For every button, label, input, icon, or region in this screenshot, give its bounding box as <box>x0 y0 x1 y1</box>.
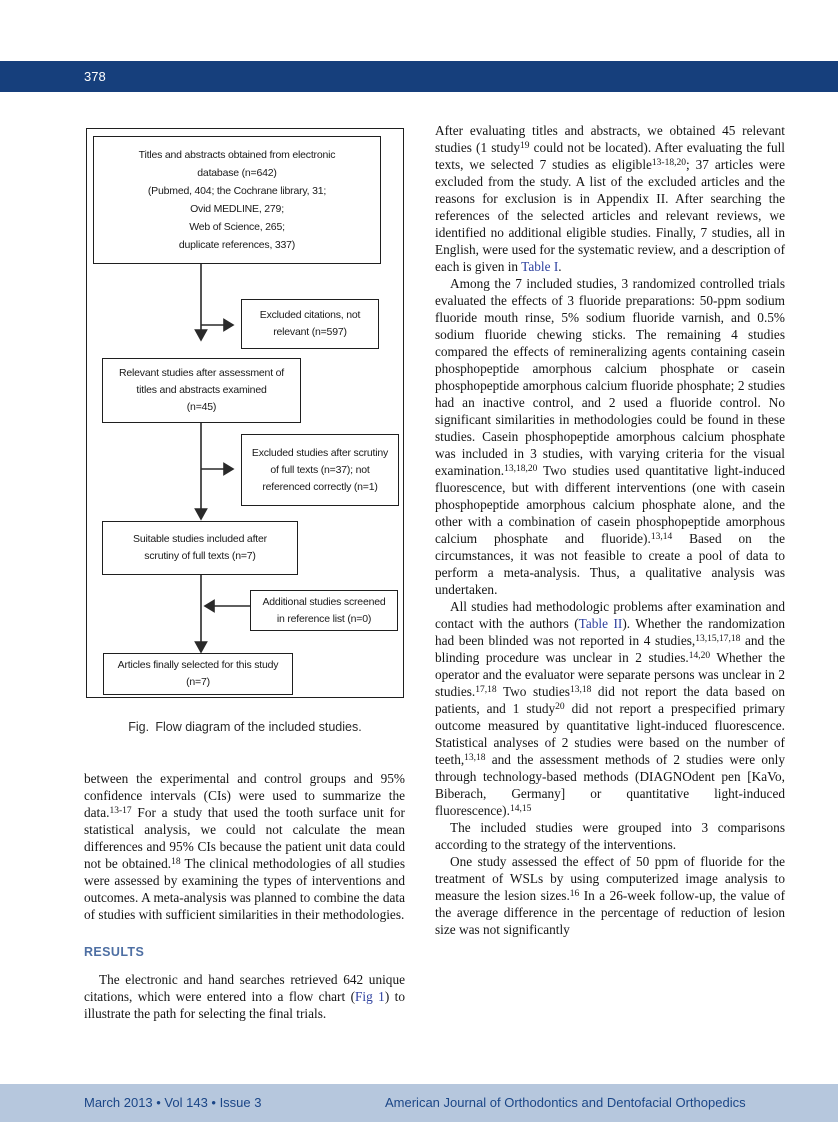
paragraph: Among the 7 included studies, 3 randomiz… <box>435 276 785 597</box>
cross-reference-link[interactable]: Table I <box>521 259 559 274</box>
flowbox-excluded-citations: Excluded citations, not relevant (n=597) <box>241 299 379 349</box>
cross-reference-link[interactable]: Table II <box>578 616 623 631</box>
flowbox-line: Relevant studies after assessment of <box>119 367 284 379</box>
arrowhead-down-1 <box>194 329 208 342</box>
flow-diagram-figure: Titles and abstracts obtained from elect… <box>86 128 404 698</box>
flowbox-line: database (n=642) <box>197 167 277 179</box>
citation-superscript: 13,14 <box>650 531 673 542</box>
left-paragraphs: between the experimental and control gro… <box>84 770 405 923</box>
page-header: 378 Chen et al <box>0 61 838 92</box>
flowbox-relevant-studies: Relevant studies after assessment of titl… <box>102 358 301 423</box>
arrowhead-down-2 <box>194 508 208 521</box>
page-footer: March 2013 • Vol 143 • Issue 3 American … <box>0 1084 838 1122</box>
flowbox-line: referenced correctly (n=1) <box>262 480 378 493</box>
paragraph: After evaluating titles and abstracts, w… <box>435 123 786 274</box>
cross-reference-link[interactable]: Fig 1 <box>355 989 385 1004</box>
flowbox-line: (n=45) <box>186 401 217 413</box>
citation-superscript: 14,20 <box>688 650 711 661</box>
flowbox-final-articles: Articles finally selected for this study… <box>103 653 293 695</box>
footer-journal-name: American Journal of Orthodontics and Den… <box>385 1095 746 1110</box>
arrowhead-left-1 <box>203 599 215 613</box>
arrowhead-right-1 <box>223 318 235 332</box>
arrowhead-down-3 <box>194 641 208 654</box>
figure-caption: Fig. Flow diagram of the included studie… <box>128 720 362 734</box>
citation-superscript: 13-17 <box>109 805 132 816</box>
flowbox-line: Suitable studies included after <box>133 533 267 545</box>
flowbox-excluded-fulltext: Excluded studies after scrutiny of full t… <box>241 434 399 506</box>
results-heading: RESULTS <box>84 945 145 959</box>
flowbox-line: titles and abstracts examined <box>136 384 267 396</box>
citation-superscript: 13,18,20 <box>504 463 538 474</box>
flowbox-electronic-database: Titles and abstracts obtained from elect… <box>93 136 381 264</box>
paragraph: All studies had methodologic problems af… <box>435 599 786 818</box>
flowbox-line: Additional studies screened <box>262 595 386 608</box>
paragraph: One study assessed the effect of 50 ppm … <box>435 854 785 937</box>
citation-superscript: 13,18 <box>569 684 592 695</box>
flowbox-suitable-studies: Suitable studies included after scrutiny … <box>102 521 298 575</box>
footer-issue-info: March 2013 • Vol 143 • Issue 3 <box>84 1095 262 1110</box>
right-text-column: After evaluating titles and abstracts, w… <box>435 122 785 938</box>
results-paragraphs: The electronic and hand searches retriev… <box>84 971 405 1022</box>
flowbox-line: relevant (n=597) <box>273 326 347 338</box>
flowbox-line: (n=7) <box>186 676 210 688</box>
citation-superscript: 13-18,20 <box>651 157 686 168</box>
citation-superscript: 13,15,17,18 <box>695 633 741 644</box>
left-text-column: between the experimental and control gro… <box>84 770 405 1022</box>
flowbox-line: Excluded citations, not <box>259 309 361 321</box>
flowbox-line: Web of Science, 265; <box>189 221 285 233</box>
flowbox-line: Ovid MEDLINE, 279; <box>190 203 284 215</box>
citation-superscript: 14,15 <box>509 803 532 814</box>
flowbox-line: Titles and abstracts obtained from elect… <box>138 149 336 161</box>
flowbox-line: scrutiny of full texts (n=7) <box>144 550 256 562</box>
citation-superscript: 20 <box>555 701 565 712</box>
citation-superscript: 18 <box>171 856 181 867</box>
paragraph: The included studies were grouped into 3… <box>435 820 785 852</box>
arrowhead-right-2 <box>223 462 235 476</box>
citation-superscript: 13,18 <box>464 752 486 763</box>
citation-superscript: 16 <box>569 888 580 899</box>
flowbox-additional-studies: Additional studies screened in reference … <box>250 590 398 631</box>
flowbox-line: of full texts (n=37); not <box>270 463 370 476</box>
paragraph: The electronic and hand searches retriev… <box>84 972 405 1021</box>
flowbox-line: (Pubmed, 404; the Cochrane library, 31; <box>147 185 327 197</box>
page-number: 378 <box>84 69 106 84</box>
flowbox-line: Articles finally selected for this study <box>117 659 279 671</box>
paragraph: between the experimental and control gro… <box>84 771 405 922</box>
citation-superscript: 19 <box>520 140 530 151</box>
flowbox-line: in reference list (n=0) <box>276 612 372 625</box>
flowbox-line: duplicate references, 337) <box>178 239 296 251</box>
citation-superscript: 17,18 <box>475 684 497 695</box>
flowbox-line: Excluded studies after scrutiny <box>251 446 389 459</box>
